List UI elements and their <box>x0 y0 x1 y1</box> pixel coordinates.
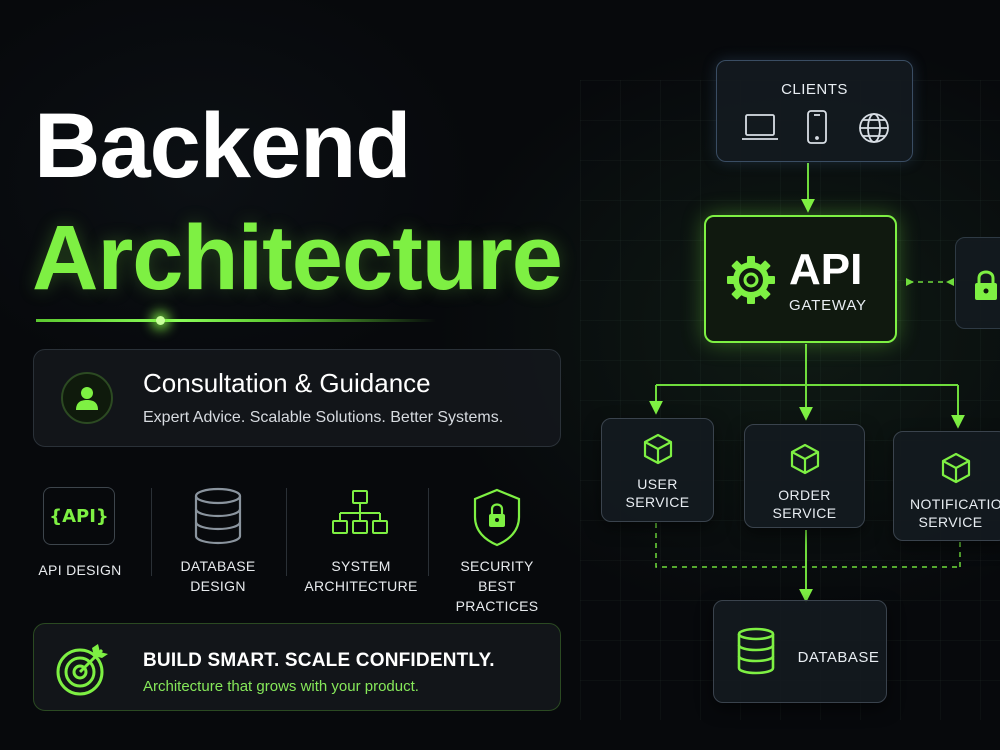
feature-database-design: DATABASE DESIGN <box>170 485 266 595</box>
user-icon <box>61 372 113 424</box>
feature-system-architecture: SYSTEM ARCHITECTURE <box>300 485 422 595</box>
feature-database-label-1: DATABASE <box>180 558 256 574</box>
gateway-title: API <box>789 245 863 294</box>
consultation-heading: Consultation & Guidance <box>143 368 431 398</box>
target-icon <box>56 644 108 696</box>
user-service-node: USER SERVICE <box>601 418 714 522</box>
user-service-label-2: SERVICE <box>625 494 690 510</box>
database-icon <box>737 627 775 675</box>
consultation-subheading: Expert Advice. Scalable Solutions. Bette… <box>143 409 504 426</box>
cube-icon <box>790 443 820 475</box>
api-icon-text: {API} <box>49 505 109 527</box>
feature-system-label-1: SYSTEM <box>331 558 391 574</box>
database-icon <box>194 487 242 545</box>
order-service-label-1: ORDER <box>778 487 831 503</box>
order-service-node: ORDER SERVICE <box>744 424 865 528</box>
lock-icon <box>975 270 997 300</box>
cube-icon <box>941 452 971 484</box>
feature-security-label-2: BEST PRACTICES <box>455 578 539 614</box>
feature-divider <box>428 488 429 576</box>
title-divider <box>36 319 436 322</box>
consultation-card: Consultation & Guidance Expert Advice. S… <box>33 349 561 447</box>
feature-api-design-label: API DESIGN <box>38 562 122 578</box>
feature-api-design: {API} API DESIGN <box>34 485 126 595</box>
api-icon: {API} <box>43 487 115 545</box>
feature-system-label-2: ARCHITECTURE <box>304 578 418 594</box>
notification-service-label-1: NOTIFICATION <box>910 496 1000 512</box>
clients-label: CLIENTS <box>781 81 848 98</box>
order-service-label-2: SERVICE <box>772 505 837 521</box>
auth-node <box>955 237 1000 329</box>
laptop-icon <box>742 114 778 140</box>
notification-service-label-2: SERVICE <box>918 514 983 530</box>
cta-card: BUILD SMART. SCALE CONFIDENTLY. Architec… <box>33 623 561 711</box>
hierarchy-icon <box>332 490 388 534</box>
cta-subheading: Architecture that grows with your produc… <box>143 678 419 695</box>
notification-service-node: NOTIFICATION SERVICE <box>893 431 1000 541</box>
gateway-subtitle: GATEWAY <box>789 297 867 314</box>
user-service-label-1: USER <box>637 476 678 492</box>
title-line-2: Architecture <box>32 207 563 309</box>
gear-icon <box>727 256 775 304</box>
feature-security: SECURITY BEST PRACTICES <box>436 485 558 614</box>
feature-database-label-2: DESIGN <box>190 578 246 594</box>
api-gateway-node: API GATEWAY <box>704 215 897 343</box>
feature-security-label-1: SECURITY <box>460 558 534 574</box>
cta-heading: BUILD SMART. SCALE CONFIDENTLY. <box>143 650 495 671</box>
feature-divider <box>151 488 152 576</box>
cube-icon <box>643 433 673 465</box>
database-label: DATABASE <box>797 649 880 666</box>
feature-divider <box>286 488 287 576</box>
globe-icon <box>859 113 889 143</box>
shield-lock-icon <box>473 488 521 547</box>
divider-glow-dot <box>156 316 165 325</box>
title-line-1: Backend <box>34 95 411 197</box>
phone-icon <box>807 110 827 144</box>
database-node: DATABASE <box>713 600 887 703</box>
clients-node: CLIENTS <box>716 60 913 162</box>
